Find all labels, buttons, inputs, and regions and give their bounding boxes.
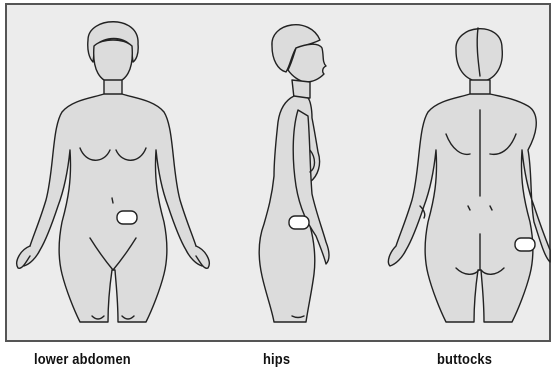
back-injection-site <box>515 238 535 251</box>
front-torso <box>22 94 203 322</box>
caption-hips: hips <box>263 351 290 373</box>
front-head <box>94 40 133 83</box>
side-injection-site <box>289 216 309 229</box>
caption-buttocks: buttocks <box>437 351 492 373</box>
side-figure <box>259 25 329 322</box>
front-injection-site <box>117 211 137 224</box>
front-figure <box>17 22 210 322</box>
caption-lower-abdomen: lower abdomen <box>34 351 131 373</box>
back-figure <box>388 28 550 322</box>
